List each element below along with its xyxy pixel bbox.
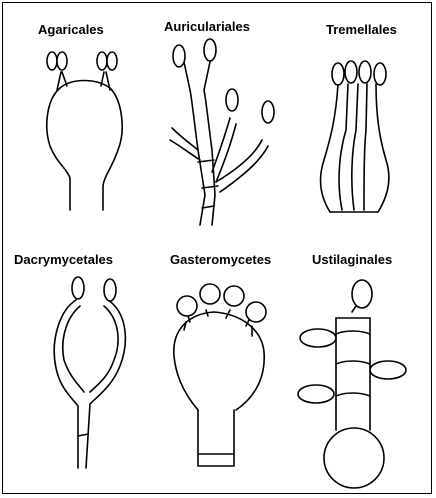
tremellales-drawing	[321, 61, 389, 212]
auriculariales-drawing	[170, 39, 274, 225]
label-agaricales: Agaricales	[38, 22, 104, 37]
label-gasteromycetes: Gasteromycetes	[170, 252, 271, 267]
dacrymycetales-drawing	[54, 277, 125, 468]
agaricales-drawing	[47, 52, 122, 210]
gasteromycetes-drawing	[174, 284, 266, 466]
label-tremellales: Tremellales	[326, 22, 397, 37]
label-auriculariales: Auriculariales	[164, 19, 250, 34]
label-dacrymycetales: Dacrymycetales	[14, 252, 113, 267]
ustilaginales-drawing	[298, 280, 406, 488]
label-ustilaginales: Ustilaginales	[312, 252, 392, 267]
